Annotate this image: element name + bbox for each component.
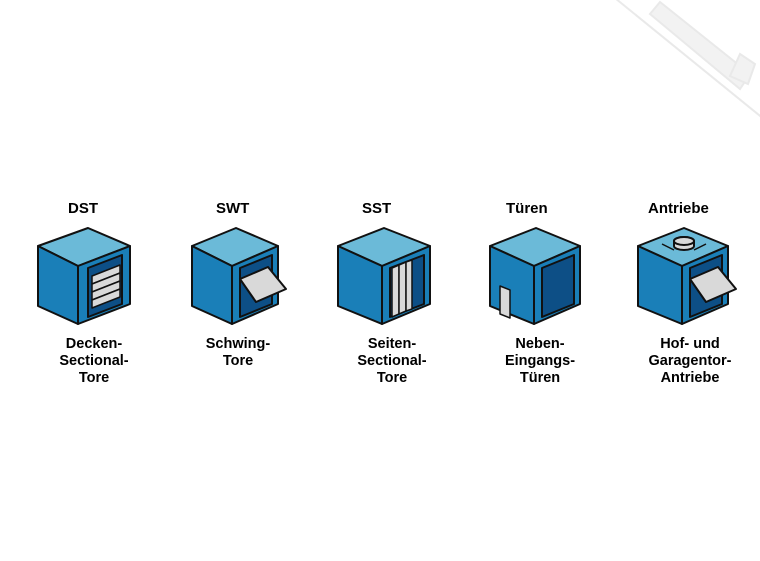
scheurich-logo-watermark (615, 0, 760, 118)
product-code: Türen (506, 200, 548, 217)
product-label: Schwing- Tore (164, 336, 312, 370)
label-line: Tore (222, 353, 254, 369)
product-tile-swt[interactable]: SWT Schwing- Tore (170, 200, 318, 400)
product-label: Hof- und Garagentor- Antriebe (616, 336, 760, 387)
side-sectional-door-cube-icon (337, 227, 431, 325)
label-line: Decken- (65, 336, 123, 352)
label-line: Antriebe (660, 370, 720, 386)
label-line: Sectional- (59, 353, 129, 369)
up-and-over-door-cube-icon (191, 227, 287, 325)
product-label: Decken- Sectional- Tore (20, 336, 168, 387)
label-line: Tore (376, 370, 408, 386)
sectional-door-cube-icon (37, 227, 131, 325)
side-door-cube-icon (489, 227, 581, 325)
product-code: Antriebe (648, 200, 709, 217)
product-label: Neben- Eingangs- Türen (466, 336, 614, 387)
product-tile-antriebe[interactable]: Antriebe Hof- und Garagentor- Antriebe (612, 200, 760, 400)
product-label: Seiten- Sectional- Tore (318, 336, 466, 387)
label-line: Neben- (515, 336, 565, 352)
label-line: Hof- und (660, 336, 720, 352)
label-line: Garagentor- (648, 353, 732, 369)
product-tile-dst[interactable]: DST Decken- Sectional- Tore (22, 200, 170, 400)
product-code: SWT (216, 200, 250, 217)
product-tile-sst[interactable]: SST Seiten- Sectional- Tore (318, 200, 466, 400)
garage-door-drive-cube-icon (637, 227, 737, 325)
label-line: Seiten- (367, 336, 417, 352)
label-line: Türen (519, 370, 561, 386)
product-code: SST (362, 200, 392, 217)
label-line: Eingangs- (504, 353, 576, 369)
label-line: Tore (78, 370, 110, 386)
product-code: DST (68, 200, 98, 217)
label-line: Schwing- (205, 336, 271, 352)
product-tile-tueren[interactable]: Türen Neben- Eingangs- Türen (466, 200, 614, 400)
label-line: Sectional- (357, 353, 427, 369)
